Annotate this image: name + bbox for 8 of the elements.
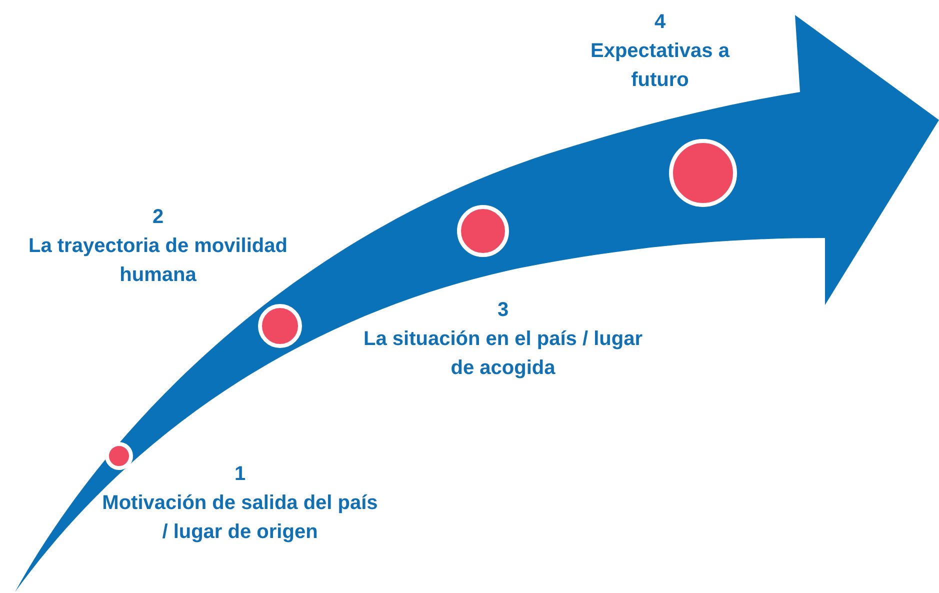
step-number: 1 [233, 462, 247, 487]
step-label: La trayectoria de movilidad humana [28, 234, 288, 288]
step-number: 3 [496, 298, 510, 323]
step-label: Expectativas a futuro [590, 39, 731, 93]
step-label: La situación en el país / lugar de acogida [362, 327, 644, 381]
step-number: 2 [151, 205, 165, 230]
step-number: 4 [653, 10, 667, 35]
step-label: Motivación de salida del país / lugar de origen [101, 491, 379, 545]
